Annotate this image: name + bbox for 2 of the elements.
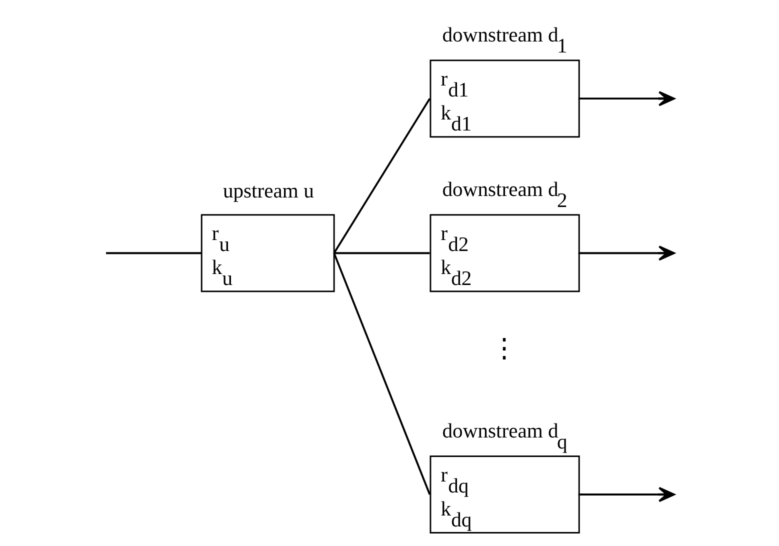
node-label: upstream u bbox=[222, 180, 314, 202]
label: ⋮ bbox=[490, 332, 517, 363]
